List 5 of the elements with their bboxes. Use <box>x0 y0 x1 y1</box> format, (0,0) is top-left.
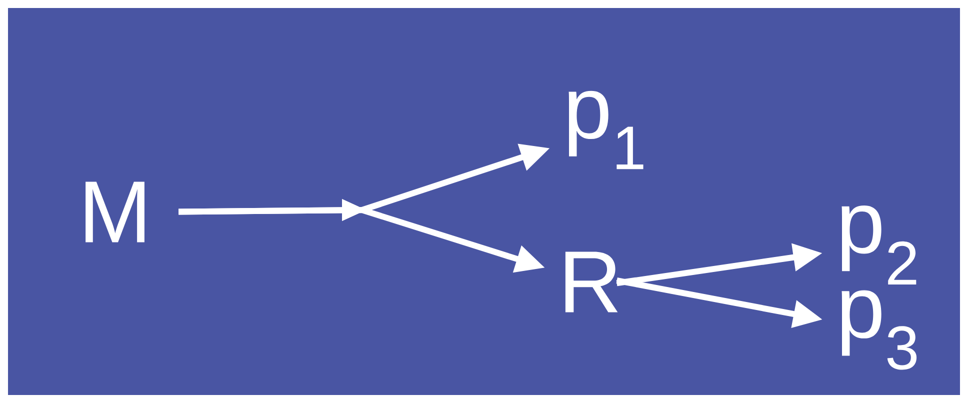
node-label: M <box>86 182 144 242</box>
node-label: p$_{1}$ <box>568 90 644 170</box>
node-label: p$_{3}$ <box>842 290 917 370</box>
node-label: R <box>565 252 618 312</box>
node-label: p$_{2}$ <box>842 206 916 284</box>
